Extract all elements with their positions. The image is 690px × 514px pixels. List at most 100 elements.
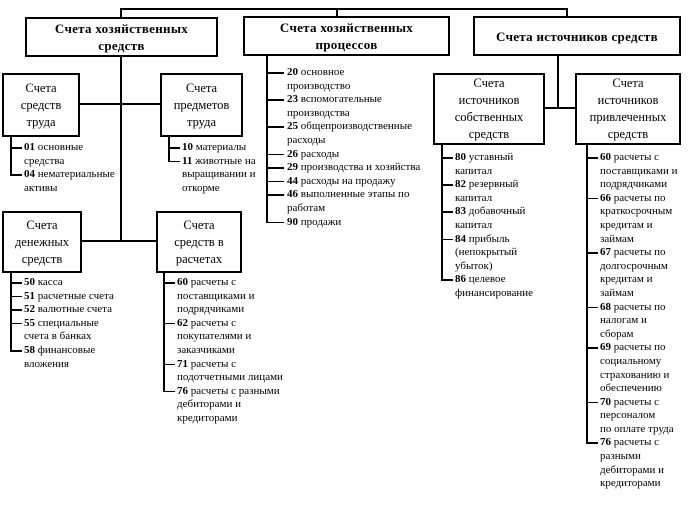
account-number: 70: [600, 395, 611, 408]
box-labor-objects: Счета предметов труда: [160, 73, 243, 137]
account-label: выполненные этапы по работам: [287, 188, 410, 214]
account-item: 84 прибыль (непокрытый убыток): [441, 232, 543, 274]
account-number: 10: [182, 141, 193, 153]
account-label: резервный капитал: [455, 178, 519, 204]
account-item: 76 расчеты с разными дебиторами и кредит…: [163, 384, 283, 426]
account-label: расчеты с разными дебиторами и кредитора…: [177, 384, 280, 424]
account-item: 67 расчеты по долгосрочным кредитам и за…: [586, 246, 690, 301]
connector-assets-vertical: [120, 57, 122, 242]
account-label: расчеты по краткосрочным кредитам и займ…: [600, 191, 673, 245]
account-number: 52: [24, 303, 35, 316]
account-number: 29: [287, 161, 298, 174]
account-item: 51 расчетные счета: [10, 289, 130, 304]
box-economic-processes-title: Счета хозяйственных процессов: [279, 20, 414, 52]
account-label: общепроизводственные расходы: [287, 120, 412, 146]
account-number: 50: [24, 276, 35, 288]
account-label: расчетные счета: [37, 289, 114, 302]
account-number: 83: [455, 205, 466, 218]
box-borrowed-sources: Счета источников привлеченных средств: [575, 73, 681, 145]
account-item: 82 резервный капитал: [441, 178, 543, 206]
account-number: 84: [455, 232, 466, 245]
account-label: нематериальные активы: [24, 168, 115, 194]
account-label: основное производство: [287, 66, 351, 92]
account-number: 76: [177, 384, 188, 397]
account-item: 86 целевое финансирование: [441, 273, 543, 300]
connector-drop-economic-processes: [336, 8, 338, 17]
account-number: 60: [600, 151, 611, 163]
account-label: специальные счета в банках: [24, 316, 99, 343]
account-label: расчеты по долгосрочным кредитам и займа…: [600, 246, 668, 299]
box-own-sources-title: Счета источников собственных средств: [454, 76, 524, 141]
account-number: 25: [287, 120, 298, 133]
connector-top-horizontal: [120, 8, 568, 10]
account-label: расходы на продажу: [300, 174, 396, 187]
account-number: 82: [455, 178, 466, 191]
account-number: 86: [455, 273, 466, 286]
account-item: 29 производства и хозяйства: [266, 161, 438, 175]
account-number: 23: [287, 93, 298, 106]
connector-drop-economic-assets: [120, 8, 122, 18]
box-monetary-funds: Счета денежных средств: [2, 211, 82, 273]
account-list-settlements: 60 расчеты с поставщиками и подрядчиками…: [163, 273, 283, 426]
account-item: 76 расчеты с разными дебиторами и кредит…: [586, 436, 690, 490]
account-number: 26: [287, 147, 298, 160]
account-label: расчеты с персоналом по оплате труда: [600, 395, 674, 435]
account-number: 58: [24, 343, 35, 356]
account-number: 62: [177, 316, 188, 329]
account-number: 68: [600, 300, 611, 313]
account-label: уставный капитал: [455, 151, 514, 177]
connector-sources-horizontal: [545, 107, 575, 109]
connector-assets-lower-horizontal: [82, 240, 156, 242]
box-own-sources: Счета источников собственных средств: [433, 73, 545, 145]
account-number: 04: [24, 168, 35, 181]
account-item: 10 материалы: [168, 141, 260, 155]
account-label: вспомогательные производства: [287, 93, 382, 119]
account-label: расчеты с поставщиками и подрядчиками: [177, 276, 255, 316]
account-number: 60: [177, 276, 188, 288]
box-labor-objects-title: Счета предметов труда: [173, 80, 230, 129]
account-item: 62 расчеты с покупателями и заказчиками: [163, 316, 283, 358]
account-number: 20: [287, 66, 298, 78]
account-item: 11 животные на выращивании и откорме: [168, 154, 260, 196]
account-item: 04 нематериальные активы: [10, 168, 128, 195]
account-label: финансовые вложения: [24, 343, 96, 370]
account-number: 90: [287, 215, 298, 228]
box-settlements: Счета средств в расчетах: [156, 211, 242, 273]
account-number: 76: [600, 436, 611, 449]
account-number: 51: [24, 289, 35, 302]
account-label: расчеты с разными дебиторами и кредитора…: [600, 436, 664, 490]
account-item: 66 расчеты по краткосрочным кредитам и з…: [586, 191, 690, 247]
account-number: 67: [600, 246, 611, 259]
account-item: 44 расходы на продажу: [266, 174, 438, 189]
box-funding-sources: Счета источников средств: [473, 16, 681, 56]
account-item: 46 выполненные этапы по работам: [266, 188, 438, 216]
box-monetary-funds-title: Счета денежных средств: [14, 217, 70, 266]
account-item: 26 расходы: [266, 147, 438, 162]
account-number: 66: [600, 191, 611, 204]
box-borrowed-sources-title: Счета источников привлеченных средств: [589, 76, 667, 141]
account-number: 80: [455, 151, 466, 163]
account-label: животные на выращивании и откорме: [182, 154, 256, 194]
box-economic-processes: Счета хозяйственных процессов: [243, 16, 450, 56]
box-economic-assets: Счета хозяйственных средств: [25, 17, 218, 57]
account-number: 71: [177, 357, 188, 370]
account-label: расходы: [300, 147, 340, 160]
account-number: 11: [182, 154, 193, 167]
account-item: 55 специальные счета в банках: [10, 316, 130, 345]
account-item: 70 расчеты с персоналом по оплате труда: [586, 395, 690, 437]
account-item: 52 валютные счета: [10, 303, 130, 317]
account-label: продажи: [300, 215, 342, 228]
account-label: производства и хозяйства: [300, 161, 421, 174]
account-number: 44: [287, 174, 298, 187]
account-label: расчеты по налогам и сборам: [600, 300, 666, 340]
account-label: расчеты по социальному страхованию и обе…: [600, 341, 670, 395]
account-number: 55: [24, 316, 35, 329]
account-item: 60 расчеты с поставщиками и подрядчиками: [163, 276, 283, 317]
account-item: 01 основные средства: [10, 141, 128, 169]
connector-sources-vertical: [557, 56, 559, 109]
